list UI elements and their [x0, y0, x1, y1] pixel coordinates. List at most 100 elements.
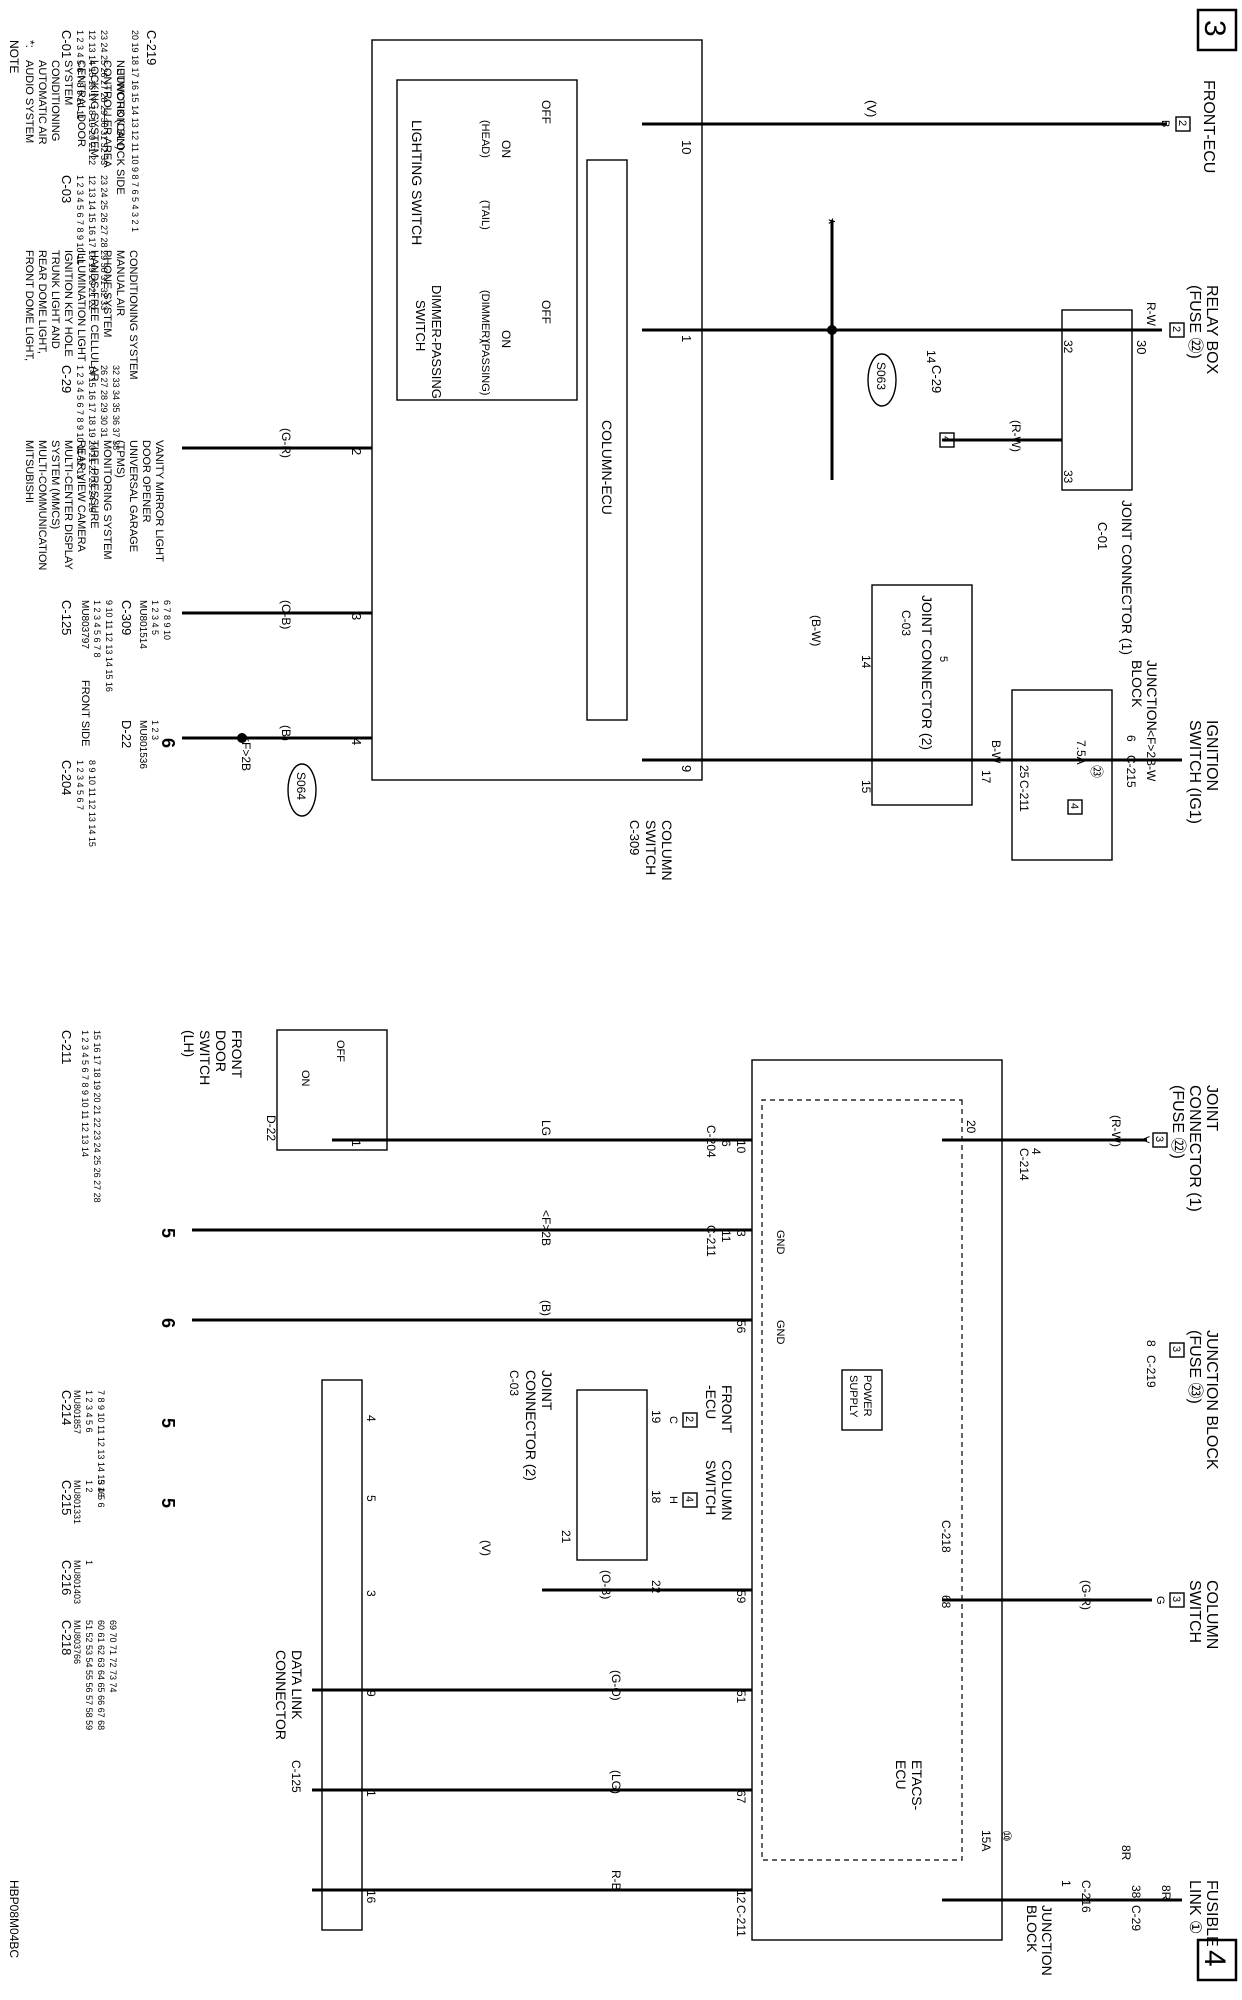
lower-pin4: 4 — [1029, 1148, 1043, 1155]
relay-box-pin30: 30 — [1134, 340, 1149, 354]
c204-view-ref: C-204 — [59, 760, 74, 795]
wire-b-label: (B) — [279, 725, 293, 741]
c125-view-label: FRONT SIDE — [79, 680, 91, 746]
note-line: SYSTEM (MMCS) — [49, 440, 61, 529]
lower-wire-b-label: (B) — [539, 1300, 553, 1316]
d22-view-part: MU801536 — [137, 720, 148, 769]
c29-row2: 14 15 16 17 18 19 20 21 22 23 24 25 — [87, 365, 97, 513]
c214-row1: 1 2 3 4 5 6 — [84, 1390, 94, 1433]
c204-row1: 1 2 3 4 5 6 7 — [75, 760, 85, 810]
junction-block-upper-pin-box — [1067, 799, 1083, 815]
lower-jc2-pin19: 19 — [649, 1410, 663, 1424]
lower-wire-lg-label: LG — [539, 1120, 553, 1136]
note-line: CONDITIONING — [49, 60, 61, 141]
lower-pin10: 10 — [734, 1140, 748, 1154]
note-line: REAR DOME LIGHT, — [36, 250, 48, 354]
pin-10-upper: 10 — [679, 140, 694, 154]
power-supply-box — [841, 1369, 883, 1431]
lower-front-ecu-label-2: -ECU — [703, 1385, 719, 1419]
note-line: CONTROLLER AREA — [101, 60, 113, 168]
note-line: TIRE PRESSURE — [88, 440, 100, 529]
junction-block-upper-label-2: BLOCK — [1129, 660, 1145, 708]
c204-row2: 8 9 10 11 12 13 14 15 — [87, 760, 97, 847]
note-line: SYSTEM — [62, 60, 74, 105]
joint-connector-1-box — [1061, 309, 1133, 491]
note-line: FRONT DOME LIGHT, — [23, 250, 35, 361]
power-supply-label-2: SUPPLY — [847, 1375, 859, 1418]
lower-front-ecu-conn: C — [667, 1416, 679, 1424]
column-switch-box — [371, 39, 703, 781]
lower-c211-ref-b: C-211 — [734, 1905, 748, 1937]
note-line: MITSUBISHI — [23, 440, 35, 503]
dimmer-switch-off: OFF — [539, 300, 553, 324]
sheet-tag: HBP08M04BC — [7, 1880, 21, 1958]
splice-s064-label: S064 — [294, 772, 308, 800]
c125-row1: 1 2 3 4 5 6 7 8 — [92, 600, 102, 658]
etacs-inner-dashed — [761, 1099, 963, 1861]
fuse-23-num: ㉓ — [1089, 765, 1104, 778]
note-line: DOOR OPENER — [140, 440, 152, 523]
joint-connector-2-upper-label: JOINT CONNECTOR (2) — [919, 595, 935, 750]
c218-row2: 60 61 62 63 64 65 66 67 68 — [96, 1620, 106, 1730]
lower-jc2-box — [576, 1389, 648, 1561]
lower-jc1-pin: 3 — [1153, 1136, 1165, 1142]
page-number-box-right — [1196, 1938, 1238, 1982]
front-ecu-label: FRONT-ECU — [1200, 80, 1217, 173]
lower-wire-lg2-label: (LG) — [609, 1770, 623, 1794]
note-line: UNIVERSAL GARAGE — [127, 440, 139, 552]
dimmer-switch-label-2: SWITCH — [413, 300, 428, 351]
ign-switch-ref: C-215 — [1124, 755, 1138, 788]
note-line: CENTRAL DOOR — [75, 60, 87, 147]
column-ecu-label: COLUMN-ECU — [599, 420, 615, 515]
lower-jc1-pin-box — [1152, 1132, 1168, 1148]
lighting-switch-box — [396, 79, 578, 401]
lower-pin3: 3 — [734, 1230, 748, 1237]
relay-box-wire: R-W — [1144, 302, 1158, 327]
lower-wire-rb-label: R-B — [609, 1870, 623, 1891]
lower-colsw-label-2: SWITCH — [1186, 1580, 1203, 1643]
lower-colsw2-label-1: COLUMN — [719, 1460, 735, 1521]
lower-jb-b-fuse-num: ⑩ — [999, 1830, 1014, 1842]
power-supply-label-1: POWER — [861, 1375, 873, 1417]
ground-4-pin-box — [939, 432, 955, 448]
jc2-pin14: 14 — [859, 655, 873, 669]
fuse-23-amp: 7.5A — [1074, 740, 1088, 765]
c211-view-ref: C-211 — [59, 1030, 74, 1064]
lower-jc2-label-1: JOINT — [539, 1370, 555, 1411]
lighting-switch-label: LIGHTING SWITCH — [409, 120, 425, 245]
joint-connector-1-pin33: 33 — [1061, 470, 1075, 484]
note-line: MANUAL AIR — [114, 250, 126, 316]
lower-pin59: 59 — [734, 1590, 748, 1604]
lower-pin68: 68 — [939, 1595, 953, 1609]
lower-front-ecu-pin: 2 — [683, 1416, 695, 1422]
junction-block-upper-pin: 4 — [1068, 803, 1080, 809]
c219-label: JUNCTION BLOCK SIDE — [114, 70, 126, 195]
note-line: PHONE SYSTEM — [101, 250, 113, 337]
lower-pin12: 12 — [734, 1890, 748, 1904]
wire-gr-label: (G-R) — [279, 428, 293, 458]
data-link-pin5: 5 — [364, 1495, 378, 1502]
page-number-left: 3 — [1198, 20, 1231, 37]
junction-block-upper-pin25: 25 — [1017, 765, 1031, 779]
note-line: AUTOMATIC AIR — [36, 60, 48, 145]
ign-switch-label-2: SWITCH (IG1) — [1186, 720, 1203, 824]
dimmer-switch-passing: (PASSING) — [479, 340, 491, 395]
lower-jc2-pin22: 22 — [649, 1580, 663, 1594]
c01-ref: C-01 — [59, 30, 74, 58]
c219-row1: 20 19 18 17 16 15 14 13 12 11 10 9 8 7 6… — [130, 30, 140, 232]
fusible-link-c29: C-29 — [1129, 1905, 1143, 1931]
d22-view-ref: D-22 — [119, 720, 134, 748]
c29-row4: 32 33 34 35 36 37 38 — [111, 365, 121, 450]
lower-colsw-pin-box — [1169, 1592, 1185, 1608]
note-line: LOCKING SYSTEM — [88, 60, 100, 158]
c218-row3: 69 70 71 72 73 74 — [108, 1620, 118, 1693]
lower-pin67: 67 — [734, 1790, 748, 1804]
notes-title: NOTE — [7, 40, 21, 73]
d22-row1: 1 2 3 — [150, 720, 160, 740]
data-link-pin3: 3 — [364, 1590, 378, 1597]
pin-9-upper: 9 — [679, 765, 694, 772]
lower-jc1-wire: (R-W) — [1109, 1115, 1123, 1147]
lower-jc2-ref: C-03 — [507, 1370, 521, 1396]
lower-pin56: 56 — [734, 1320, 748, 1334]
front-door-switch-label-1: FRONT — [229, 1030, 245, 1079]
